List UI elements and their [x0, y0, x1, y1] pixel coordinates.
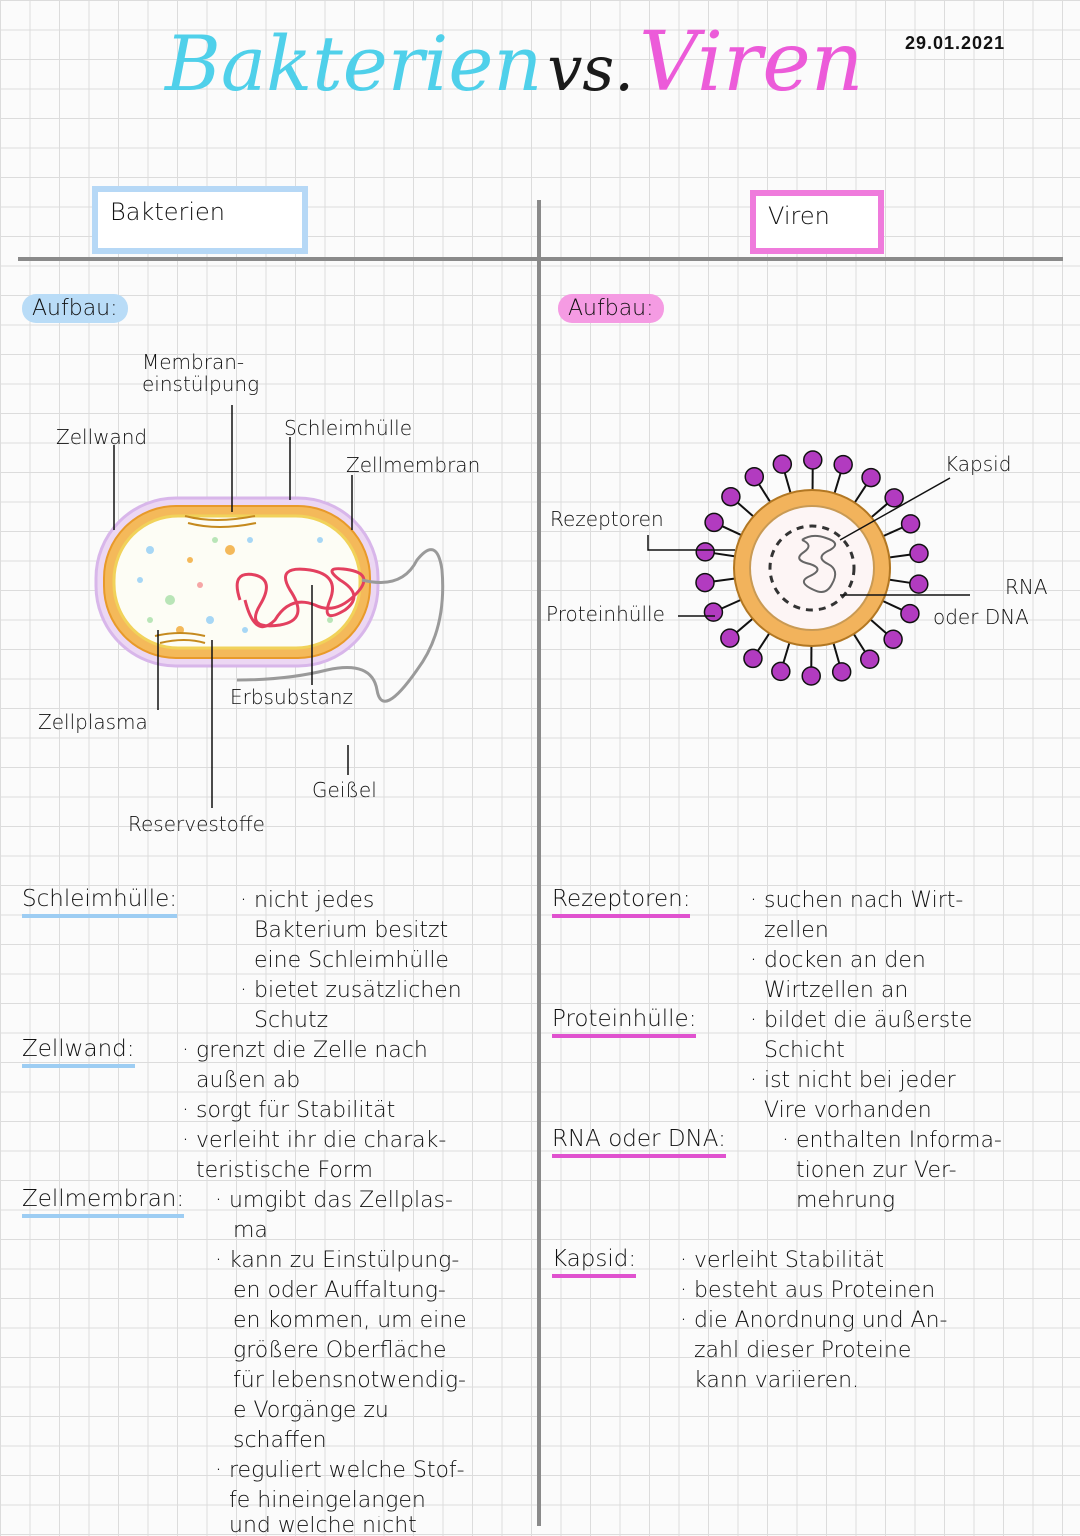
note-line: größere Oberfläche — [215, 1336, 467, 1366]
receptor-head — [834, 456, 852, 474]
note-line: mehrung — [782, 1186, 1002, 1216]
note-line: · umgibt das Zellplas- — [215, 1186, 467, 1216]
receptor-head — [721, 629, 739, 647]
header-viren: Viren — [750, 190, 884, 254]
note-line: e Vorgänge zu — [215, 1396, 467, 1426]
label-erbsubstanz: Erbsubstanz — [230, 685, 353, 709]
bacterium-diagram — [0, 340, 540, 850]
note-line: · grenzt die Zelle nach — [182, 1036, 446, 1066]
receptor-head — [745, 468, 763, 486]
note-line: · enthalten Informa- — [782, 1126, 1002, 1156]
receptor-head — [884, 630, 902, 648]
label-reservestoffe: Reservestoffe — [128, 812, 265, 836]
receptor-head — [772, 662, 790, 680]
aufbau-label-right: Aufbau: — [558, 294, 664, 323]
term-rezeptoren: Rezeptoren: — [552, 886, 690, 918]
note-line: schaffen — [215, 1426, 467, 1456]
note-line: · besteht aus Proteinen — [680, 1276, 947, 1306]
note-line: tionen zur Ver- — [782, 1156, 1002, 1186]
note-line: · suchen nach Wirt- — [750, 886, 963, 916]
term-rna-dna: RNA oder DNA: — [552, 1126, 726, 1158]
label-einstuelpung: einstülpung — [142, 372, 259, 396]
note-line: · verleiht ihr die charak- — [182, 1126, 446, 1156]
label-zellplasma: Zellplasma — [38, 710, 148, 734]
date: 29.01.2021 — [905, 33, 1005, 54]
term-zellmembran: Zellmembran: — [22, 1186, 184, 1218]
note-line: · die Anordnung und An- — [680, 1306, 947, 1336]
note-line: Schicht — [750, 1036, 972, 1066]
term-proteinhuelle: Proteinhülle: — [552, 1006, 696, 1038]
header-bakterien: Bakterien — [92, 186, 308, 254]
receptor-head — [705, 513, 723, 531]
note-line: · ist nicht bei jeder — [750, 1066, 972, 1096]
label-zellwand: Zellwand — [56, 425, 147, 449]
label-rezeptoren: Rezeptoren — [550, 507, 664, 531]
receptor-head — [910, 575, 928, 593]
notes-proteinhuelle: · bildet die äußerste Schicht · ist nich… — [750, 1006, 972, 1126]
receptor-head — [704, 603, 722, 621]
label-oder-dna: oder DNA — [933, 605, 1029, 629]
receptor-head — [885, 489, 903, 507]
note-line: · sorgt für Stabilität — [182, 1096, 446, 1126]
notes-zellmembran: · umgibt das Zellplas- ma · kann zu Eins… — [215, 1186, 467, 1536]
note-line: Schutz — [240, 1006, 462, 1036]
note-line: · bietet zusätzlichen — [240, 976, 462, 1006]
label-geissel: Geißel — [312, 778, 377, 802]
receptor-head — [902, 515, 920, 533]
notes-kapsid: · verleiht Stabilität · besteht aus Prot… — [680, 1246, 947, 1396]
note-line: und welche nicht — [215, 1516, 467, 1536]
label-kapsid: Kapsid — [945, 452, 1011, 476]
virus-diagram — [540, 440, 1080, 700]
note-line: für lebensnotwendig- — [215, 1366, 467, 1396]
label-membran: Membran- — [142, 350, 244, 374]
label-rna: RNA — [1005, 575, 1048, 599]
note-line: · docken an den — [750, 946, 963, 976]
receptor-head — [722, 488, 740, 506]
notes-rezeptoren: · suchen nach Wirt- zellen · docken an d… — [750, 886, 963, 1006]
note-line: zellen — [750, 916, 963, 946]
receptor-head — [910, 544, 928, 562]
aufbau-label-left: Aufbau: — [22, 294, 128, 323]
label-proteinhuelle: Proteinhülle — [546, 602, 665, 626]
note-line: ma — [215, 1216, 467, 1246]
note-line: · reguliert welche Stof- — [215, 1456, 467, 1486]
note-line: Bakterium besitzt — [240, 916, 462, 946]
receptor-head — [773, 455, 791, 473]
term-zellwand: Zellwand: — [22, 1036, 135, 1068]
notes-schleimhuelle: · nicht jedes Bakterium besitzt eine Sch… — [240, 886, 462, 1036]
note-line: · nicht jedes — [240, 886, 462, 916]
receptor-head — [802, 667, 820, 685]
note-line: zahl dieser Proteine — [680, 1336, 947, 1366]
label-zellmembran: Zellmembran — [346, 453, 480, 477]
receptor-head — [901, 605, 919, 623]
receptor-head — [696, 543, 714, 561]
label-schleimhuelle: Schleimhülle — [284, 416, 412, 440]
notes-zellwand: · grenzt die Zelle nach außen ab · sorgt… — [182, 1036, 446, 1186]
note-line: · kann zu Einstülpung- — [215, 1246, 467, 1276]
note-line: Wirtzellen an — [750, 976, 963, 1006]
receptor-head — [804, 451, 822, 469]
note-line: außen ab — [182, 1066, 446, 1096]
note-line: · verleiht Stabilität — [680, 1246, 947, 1276]
term-schleimhuelle: Schleimhülle: — [22, 886, 177, 918]
title-bakterien: Bakterien — [165, 19, 542, 108]
note-line: kann variieren. — [680, 1366, 947, 1396]
receptor-head — [744, 649, 762, 667]
receptor-head — [862, 469, 880, 487]
notes-rna-dna: · enthalten Informa- tionen zur Ver- meh… — [782, 1126, 1002, 1216]
note-line: Vire vorhanden — [750, 1096, 972, 1126]
note-line: eine Schleimhülle — [240, 946, 462, 976]
title-vs: vs. — [547, 32, 634, 105]
note-line: en kommen, um eine — [215, 1306, 467, 1336]
page-title: Bakterien vs. Viren — [165, 15, 865, 145]
note-line: fe hineingelangen — [215, 1486, 467, 1516]
note-line: · bildet die äußerste — [750, 1006, 972, 1036]
receptor-head — [861, 650, 879, 668]
title-viren: Viren — [639, 15, 864, 110]
note-line: en oder Auffaltung- — [215, 1276, 467, 1306]
term-kapsid: Kapsid: — [552, 1246, 636, 1278]
note-line: teristische Form — [182, 1156, 446, 1186]
receptor-head — [696, 574, 714, 592]
receptor-head — [833, 663, 851, 681]
